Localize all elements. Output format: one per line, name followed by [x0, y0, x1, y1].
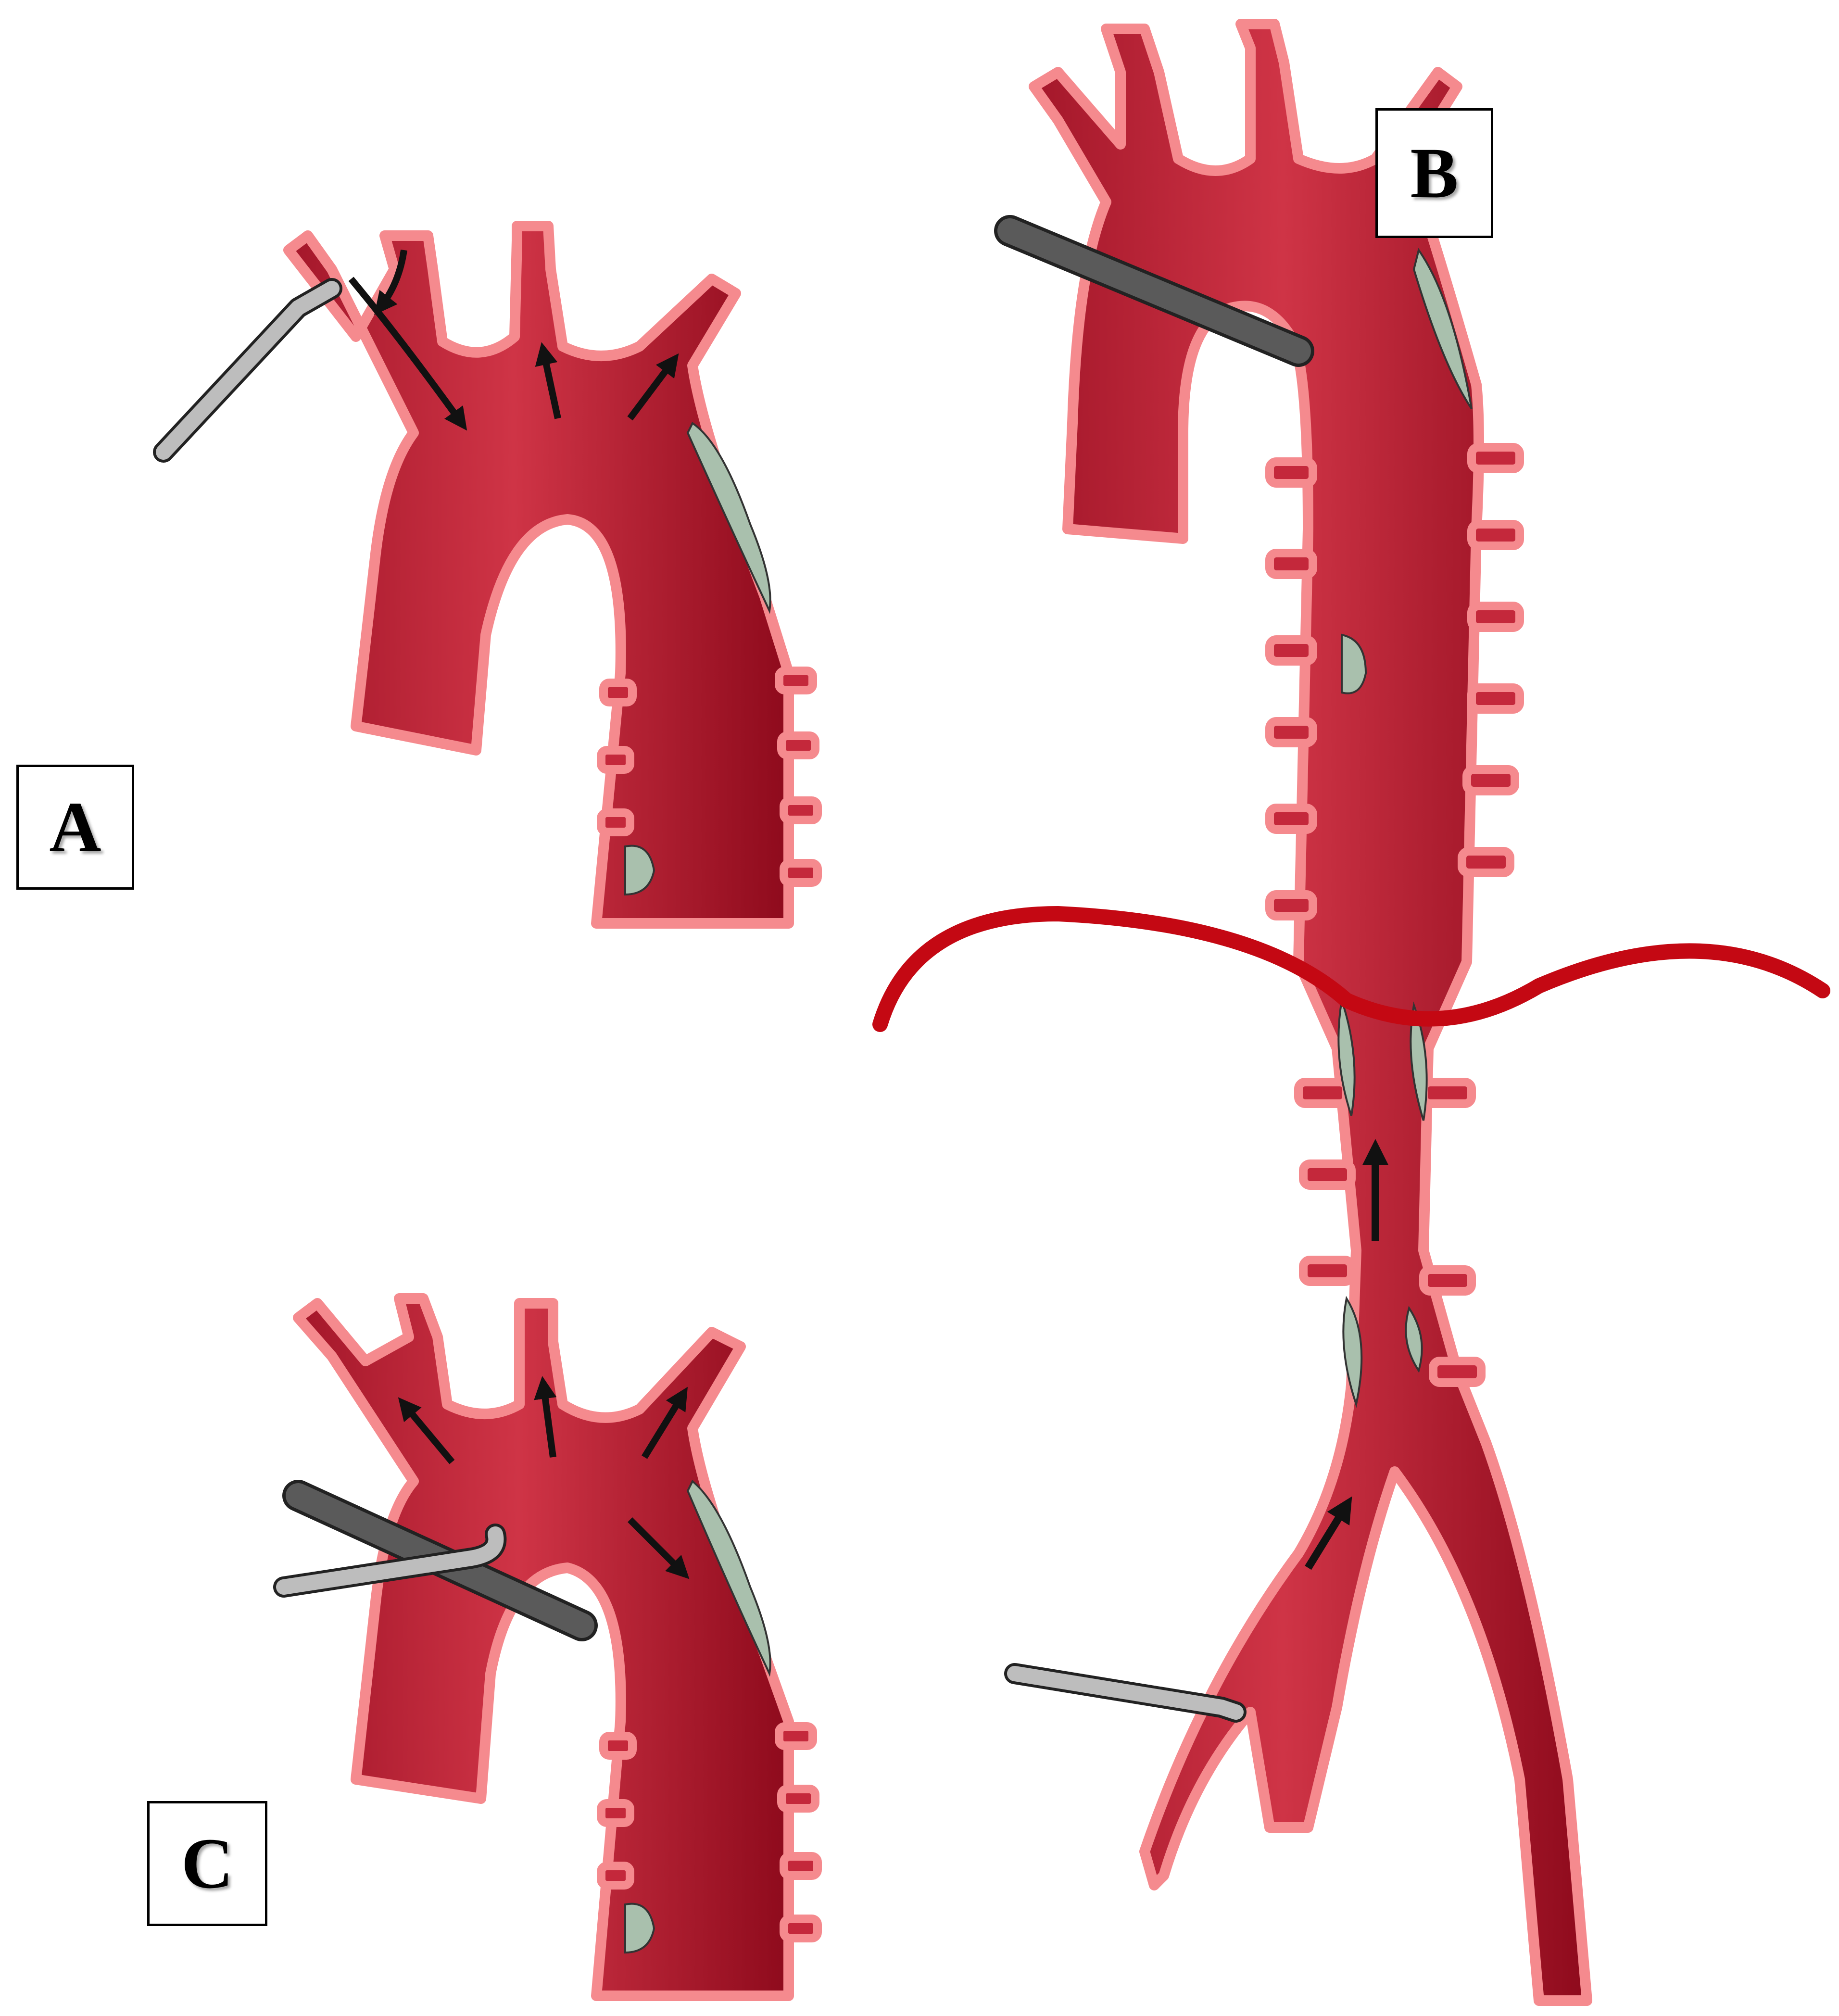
arterial-cannula-icon	[153, 278, 342, 463]
panel-b-intercostals	[1265, 443, 1524, 1387]
panel-a-arch	[283, 221, 794, 929]
flow-arrow-icon	[1305, 1496, 1352, 1570]
panel-a-intercostals	[597, 667, 822, 887]
flow-arrow-icon	[628, 1517, 690, 1579]
flow-arrow-icon	[535, 342, 561, 419]
aortic-clamp-icon	[994, 215, 1314, 367]
panel-c-flow-arrows	[398, 1376, 690, 1579]
flow-arrow-icon	[534, 1376, 557, 1458]
panel-label-b: B	[1375, 108, 1493, 238]
panel-label-c: C	[147, 1801, 267, 1926]
panel-a-plaque	[624, 422, 771, 896]
flow-arrow-icon	[348, 277, 467, 431]
panel-b-plaque	[1337, 248, 1473, 1408]
flow-arrow-icon	[627, 353, 679, 421]
panel-b-aorta	[1029, 19, 1592, 2006]
panel-c-intercostals	[597, 1722, 822, 1942]
panel-label-a: A	[16, 765, 134, 890]
panel-b-flow-arrows	[1305, 1139, 1389, 1570]
plaque-icon	[1412, 248, 1473, 410]
panel-a	[153, 221, 822, 929]
panel-c-plaque	[624, 1479, 771, 1954]
panel-b	[872, 19, 1830, 2006]
section-break-line	[872, 906, 1830, 1032]
flow-arrow-icon	[642, 1386, 688, 1459]
panel-a-flow-arrows	[348, 250, 679, 431]
arterial-cannula-icon	[1004, 1663, 1247, 1723]
flow-arrow-icon	[374, 250, 407, 315]
plaque-icon	[686, 422, 771, 614]
flow-arrow-icon	[398, 1397, 455, 1464]
panel-c	[273, 1293, 822, 2001]
plaque-icon	[686, 1479, 771, 1677]
arterial-cannula-icon	[273, 1524, 507, 1598]
